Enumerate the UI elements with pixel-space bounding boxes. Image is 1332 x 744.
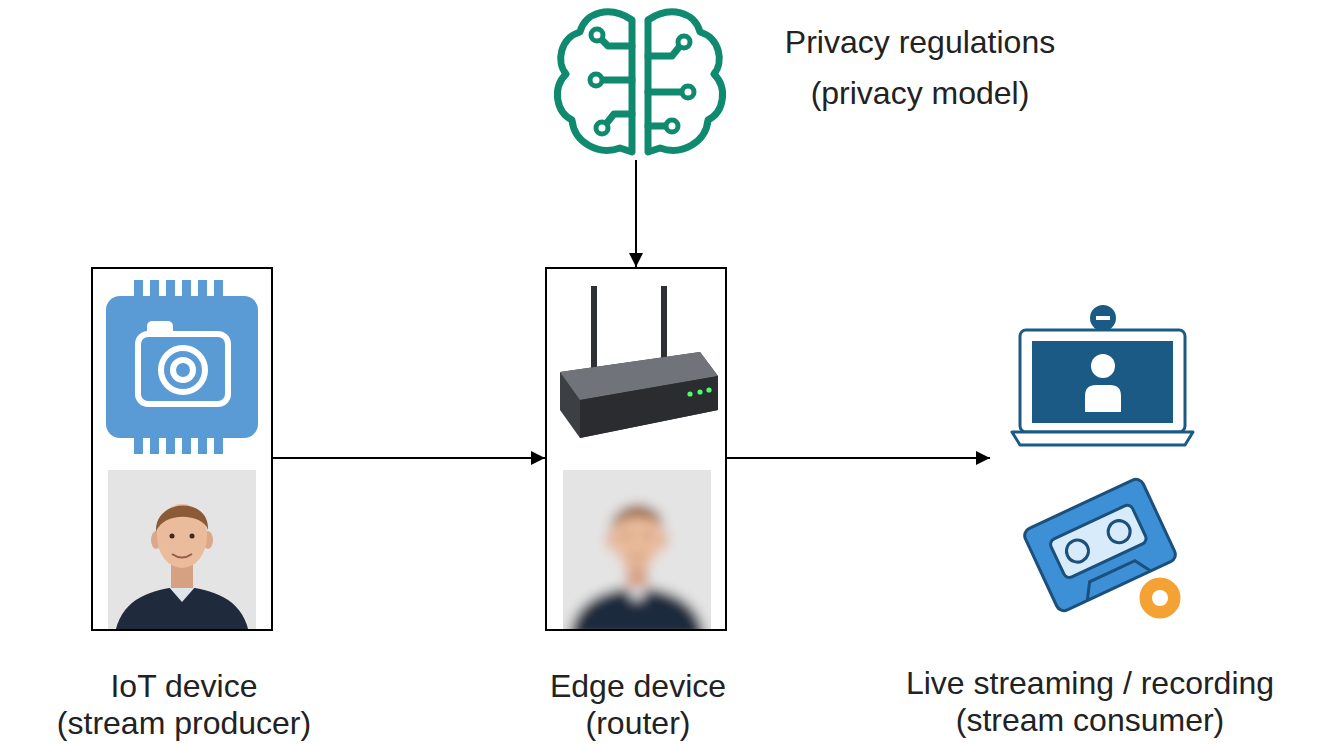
node-label: Live streaming / recording (stream consu… xyxy=(880,665,1300,739)
node-label: Edge device (router) xyxy=(518,668,758,742)
router-box: Edge device (router) xyxy=(545,267,727,631)
face-photo xyxy=(108,470,256,630)
brain-icon xyxy=(557,12,722,152)
flow-arrow xyxy=(635,160,637,267)
producer-box: IoT device (stream producer) xyxy=(91,267,273,631)
router-icon xyxy=(560,286,718,438)
tape-icon xyxy=(1022,477,1182,620)
flow-arrow xyxy=(727,457,990,459)
consumer-node: Live streaming / recording (stream consu… xyxy=(990,295,1190,625)
flow-arrow xyxy=(273,457,545,459)
laptop-icon xyxy=(1012,305,1193,445)
camera-chip-icon xyxy=(106,280,258,454)
blurred-face-photo xyxy=(563,470,711,630)
privacy-model-node: Privacy regulations (privacy model) xyxy=(555,2,717,160)
node-label: IoT device (stream producer) xyxy=(55,668,314,742)
node-label: Privacy regulations (privacy model) xyxy=(755,17,1085,119)
